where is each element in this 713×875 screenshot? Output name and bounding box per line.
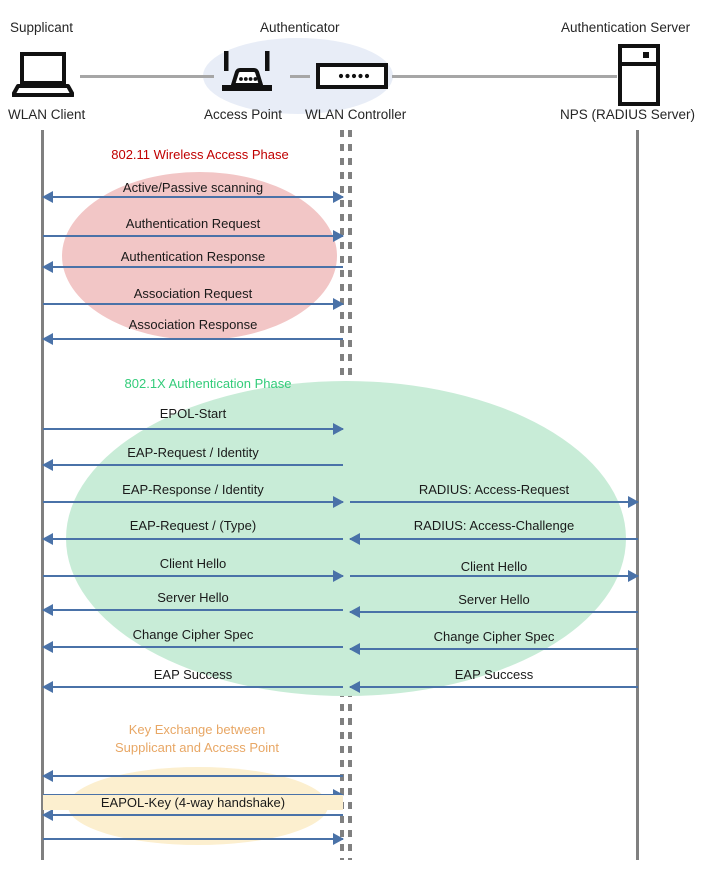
lifeline-authentication-server <box>636 130 639 860</box>
message-label-eap-request-identity: EAP-Request / Identity <box>127 445 259 460</box>
phase-key-exchange-title: Key Exchange between Supplicant and Acce… <box>114 722 280 755</box>
message-label-association-response: Association Response <box>128 317 258 332</box>
message-label-radius-access-challenge: RADIUS: Access-Challenge <box>413 518 575 533</box>
message-label-client-hello-right: Client Hello <box>460 559 528 574</box>
server-icon <box>617 44 661 111</box>
lifeline-supplicant <box>41 130 44 860</box>
node-label-wlan-controller: WLAN Controller <box>305 107 407 122</box>
role-label-authenticator: Authenticator <box>260 20 340 35</box>
message-label-change-cipher-spec-right: Change Cipher Spec <box>433 629 555 644</box>
wire-ap-to-controller <box>290 75 310 78</box>
phase-802-11-ellipse <box>62 172 337 340</box>
message-label-eap-success-left: EAP Success <box>153 667 233 682</box>
phase-802-1x-title: 802.1X Authentication Phase <box>124 376 292 391</box>
wire-client-to-ap <box>80 75 214 78</box>
message-label-radius-access-request: RADIUS: Access-Request <box>418 482 570 497</box>
message-label-eap-response-identity: EAP-Response / Identity <box>122 482 264 497</box>
message-label-association-request: Association Request <box>133 286 253 301</box>
message-label-eap-success-right: EAP Success <box>454 667 534 682</box>
message-label-server-hello-right: Server Hello <box>458 592 530 607</box>
message-label-authentication-response: Authentication Response <box>120 249 266 264</box>
message-label-client-hello-left: Client Hello <box>159 556 227 571</box>
message-label-epol-start: EPOL-Start <box>159 406 227 421</box>
access-point-icon <box>216 48 278 101</box>
message-label-eapol-key-4way: EAPOL-Key (4-way handshake) <box>43 795 343 810</box>
node-label-access-point: Access Point <box>204 107 283 122</box>
role-label-authentication-server: Authentication Server <box>561 20 691 35</box>
wlan-controller-icon <box>316 63 388 94</box>
laptop-icon <box>11 52 75 102</box>
message-label-eap-request-type: EAP-Request / (Type) <box>129 518 257 533</box>
message-label-authentication-request: Authentication Request <box>125 216 261 231</box>
role-label-supplicant: Supplicant <box>10 20 74 35</box>
message-label-active-passive-scanning: Active/Passive scanning <box>122 180 264 195</box>
message-label-server-hello-left: Server Hello <box>157 590 229 605</box>
node-label-nps-radius-server: NPS (RADIUS Server) <box>560 107 696 122</box>
phase-802-11-title: 802.11 Wireless Access Phase <box>111 147 289 162</box>
node-label-wlan-client: WLAN Client <box>8 107 86 122</box>
wire-controller-to-server <box>392 75 617 78</box>
message-label-change-cipher-spec-left: Change Cipher Spec <box>132 627 254 642</box>
